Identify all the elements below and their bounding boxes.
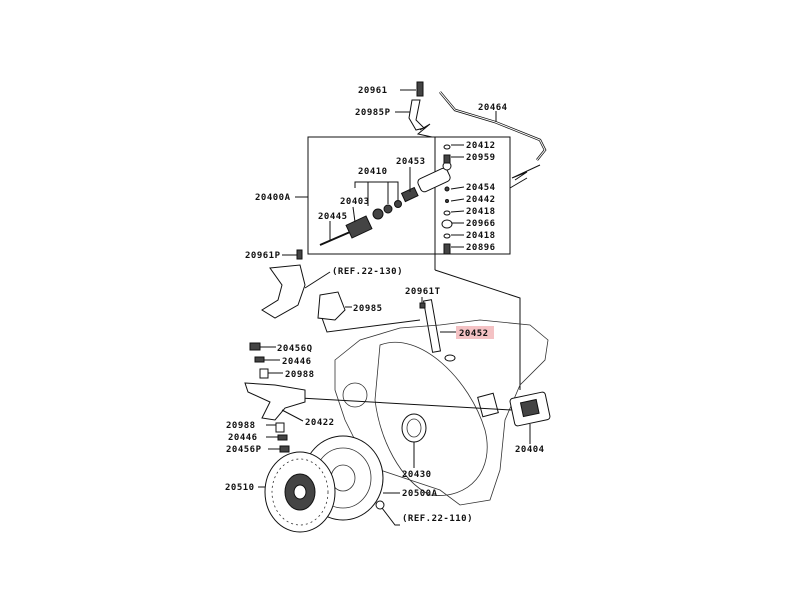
label-20442[interactable]: 20442 xyxy=(466,195,496,205)
label-20412[interactable]: 20412 xyxy=(466,141,496,151)
boot-20403 xyxy=(345,215,373,239)
bracket-20985P xyxy=(408,99,425,131)
label-20464[interactable]: 20464 xyxy=(478,103,508,113)
break-line xyxy=(416,123,433,138)
label-20400A[interactable]: 20400A xyxy=(255,193,291,203)
label-20961T[interactable]: 20961T xyxy=(405,287,441,297)
release-fork xyxy=(244,382,306,421)
label-20961P[interactable]: 20961P xyxy=(245,251,281,261)
bell-housing xyxy=(374,342,488,496)
highlight-box xyxy=(456,326,494,339)
label-20418[interactable]: 20418 xyxy=(466,231,496,241)
label-20418[interactable]: 20418 xyxy=(466,207,496,217)
bracket-ref-22-130 xyxy=(261,264,306,319)
label-20500A[interactable]: 20500A xyxy=(402,489,438,499)
label-20988[interactable]: 20988 xyxy=(226,421,256,431)
label-20445[interactable]: 20445 xyxy=(318,212,348,222)
label-20510[interactable]: 20510 xyxy=(225,483,255,493)
bracket-20985 xyxy=(317,291,346,321)
label-20988[interactable]: 20988 xyxy=(285,370,315,380)
label-20959[interactable]: 20959 xyxy=(466,153,496,163)
label-20410[interactable]: 20410 xyxy=(358,167,388,177)
label-20966[interactable]: 20966 xyxy=(466,219,496,229)
slave-cylinder-assembly-box xyxy=(307,136,511,255)
label-20446[interactable]: 20446 xyxy=(282,357,312,367)
label-20404[interactable]: 20404 xyxy=(515,445,545,455)
part-labels: 20961 20985P 20464 20412 20959 20454 204… xyxy=(225,86,545,524)
break-line xyxy=(511,164,541,181)
label-20456P[interactable]: 20456P xyxy=(226,445,262,455)
label-20453[interactable]: 20453 xyxy=(396,157,426,167)
label-ref-22-130[interactable]: (REF.22-130) xyxy=(332,267,403,277)
bolt-20961 xyxy=(416,81,424,97)
label-20985[interactable]: 20985 xyxy=(353,304,383,314)
label-20454[interactable]: 20454 xyxy=(466,183,496,193)
label-20961[interactable]: 20961 xyxy=(358,86,388,96)
push-rod xyxy=(319,231,351,246)
label-20430[interactable]: 20430 xyxy=(402,470,432,480)
label-20456Q[interactable]: 20456Q xyxy=(277,344,313,354)
cylinder-body xyxy=(417,167,451,193)
release-bearing xyxy=(401,413,427,443)
label-20896[interactable]: 20896 xyxy=(466,243,496,253)
label-20452[interactable]: 20452 xyxy=(459,329,489,339)
label-20446[interactable]: 20446 xyxy=(228,433,258,443)
label-ref-22-110[interactable]: (REF.22-110) xyxy=(402,514,473,524)
label-20985P[interactable]: 20985P xyxy=(355,108,391,118)
label-20403[interactable]: 20403 xyxy=(340,197,370,207)
label-20422[interactable]: 20422 xyxy=(305,418,335,428)
spring-20453 xyxy=(400,186,419,203)
